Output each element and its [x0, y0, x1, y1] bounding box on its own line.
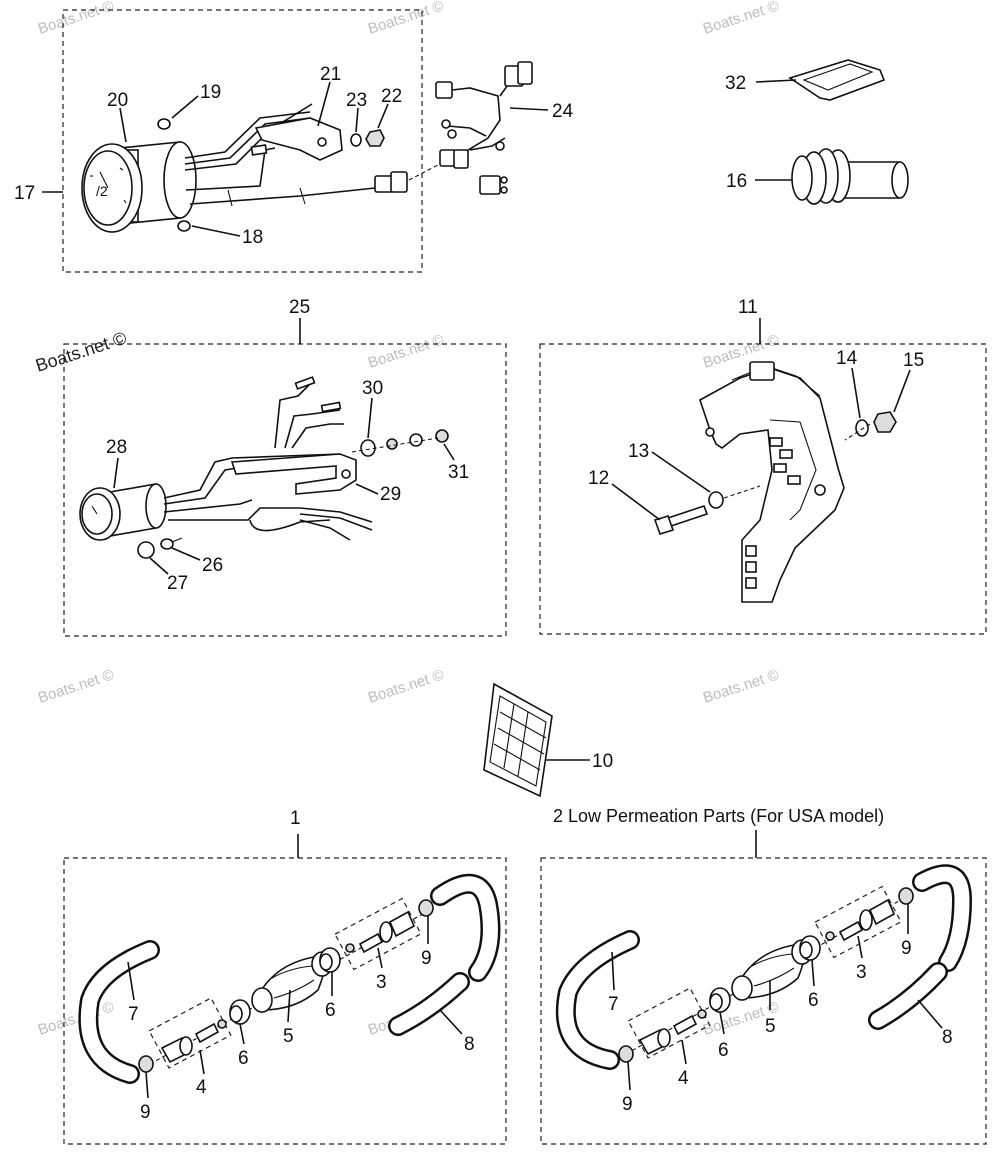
- label-6: 6: [238, 1048, 249, 1069]
- label-23: 23: [346, 90, 367, 111]
- gauge-drawing: /2: [81, 141, 197, 233]
- group-11-bracket-kit: 11 14 15 13 12: [539, 297, 987, 635]
- label-6d: 6: [808, 990, 819, 1011]
- label-24: 24: [552, 101, 574, 122]
- label-9d: 9: [901, 938, 912, 959]
- watermark-dark: Boats.net ©: [33, 328, 129, 376]
- label-6c: 6: [718, 1040, 729, 1061]
- svg-text:/2: /2: [96, 183, 108, 199]
- group-11-box: [539, 343, 987, 635]
- label-14: 14: [836, 348, 858, 369]
- group-25-box: [63, 343, 507, 637]
- label-18: 18: [242, 227, 263, 248]
- group-2-box: [540, 857, 987, 1145]
- label-13: 13: [628, 441, 649, 462]
- label-21: 21: [320, 64, 341, 85]
- label-5b: 5: [765, 1016, 776, 1037]
- label-12: 12: [588, 468, 609, 489]
- watermark: Boats.net ©: [366, 331, 446, 371]
- part-16-grommet: 16: [726, 148, 909, 205]
- label-10: 10: [592, 751, 613, 772]
- label-29: 29: [380, 484, 401, 505]
- watermark: Boats.net ©: [36, 0, 116, 38]
- label-9b: 9: [421, 948, 432, 969]
- watermark: Boats.net ©: [366, 0, 446, 38]
- label-28: 28: [106, 437, 127, 458]
- watermark: Boats.net ©: [701, 0, 781, 38]
- label-5: 5: [283, 1026, 294, 1047]
- label-20: 20: [107, 90, 128, 111]
- label-1: 1: [290, 808, 301, 829]
- label-9: 9: [140, 1102, 151, 1123]
- label-7: 7: [128, 1004, 139, 1025]
- watermark: Boats.net ©: [36, 998, 116, 1038]
- harness-drawing: 24: [435, 61, 574, 195]
- group-17-gauge-kit: 17 /2 19 18: [14, 9, 574, 273]
- group-1-fuel-line: 1 7 8 9 4 6: [63, 808, 507, 1145]
- watermark: Boats.net ©: [36, 666, 116, 706]
- caption-low-permeation: 2 Low Permeation Parts (For USA model): [553, 806, 884, 826]
- watermark: Boats.net ©: [701, 666, 781, 706]
- label-19: 19: [200, 82, 221, 103]
- label-22: 22: [381, 86, 402, 107]
- part-10-label-sheet: 10: [483, 682, 613, 798]
- group-17-box: [62, 9, 423, 273]
- label-4b: 4: [678, 1068, 689, 1089]
- label-30: 30: [362, 378, 383, 399]
- label-27: 27: [167, 573, 188, 594]
- label-31: 31: [448, 462, 469, 483]
- label-17: 17: [14, 183, 35, 204]
- group-25-gauge-kit: 25 28 29 30 3: [63, 297, 507, 637]
- label-25: 25: [289, 297, 310, 318]
- label-32: 32: [725, 73, 746, 94]
- part-32-pad: 32: [725, 59, 886, 101]
- label-26: 26: [202, 555, 223, 576]
- label-15: 15: [903, 350, 924, 371]
- label-11: 11: [738, 297, 758, 318]
- label-4: 4: [196, 1077, 207, 1098]
- watermark: Boats.net ©: [366, 666, 446, 706]
- label-7b: 7: [608, 994, 619, 1015]
- label-8: 8: [464, 1034, 475, 1055]
- label-3b: 3: [856, 962, 867, 983]
- group-1-box: [63, 857, 507, 1145]
- label-3: 3: [376, 972, 387, 993]
- label-16: 16: [726, 171, 747, 192]
- group-2-low-permeation: 2 Low Permeation Parts (For USA model) 7…: [540, 806, 987, 1145]
- label-8b: 8: [942, 1027, 953, 1048]
- label-6b: 6: [325, 1000, 336, 1021]
- label-9c: 9: [622, 1094, 633, 1115]
